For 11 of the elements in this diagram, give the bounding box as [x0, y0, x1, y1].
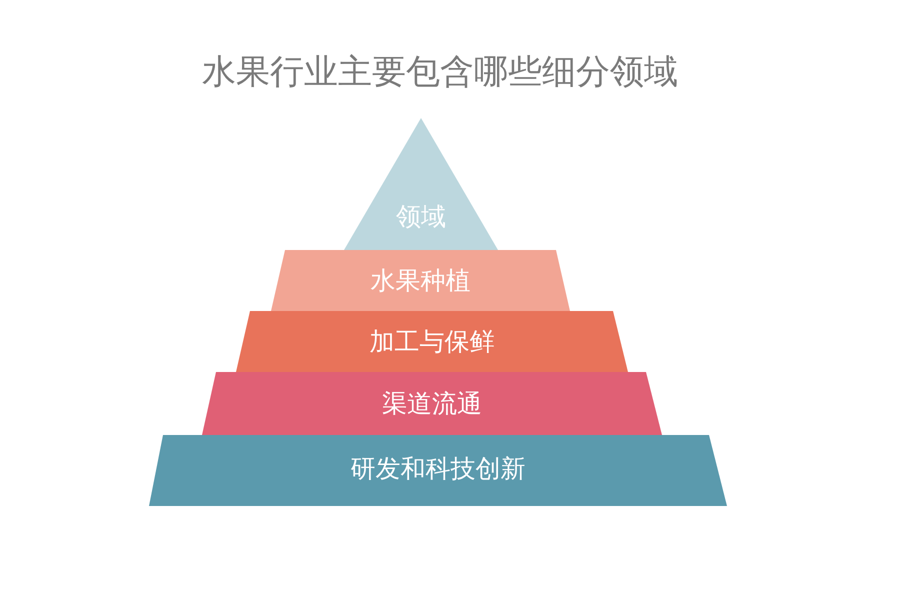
diagram-title: 水果行业主要包含哪些细分领域	[201, 51, 679, 94]
triangle-apex	[344, 118, 498, 250]
pyramid-layer	[271, 250, 570, 311]
layer-label: 加工与保鲜	[368, 326, 496, 358]
layer-label: 渠道流通	[381, 388, 483, 420]
pyramid-layer	[202, 372, 662, 435]
pyramid-layer	[149, 435, 727, 506]
layer-label: 水果种植	[370, 265, 472, 297]
layer-label: 领域	[395, 201, 447, 233]
pyramid-layer	[236, 311, 628, 372]
layer-label: 研发和科技创新	[350, 453, 526, 485]
